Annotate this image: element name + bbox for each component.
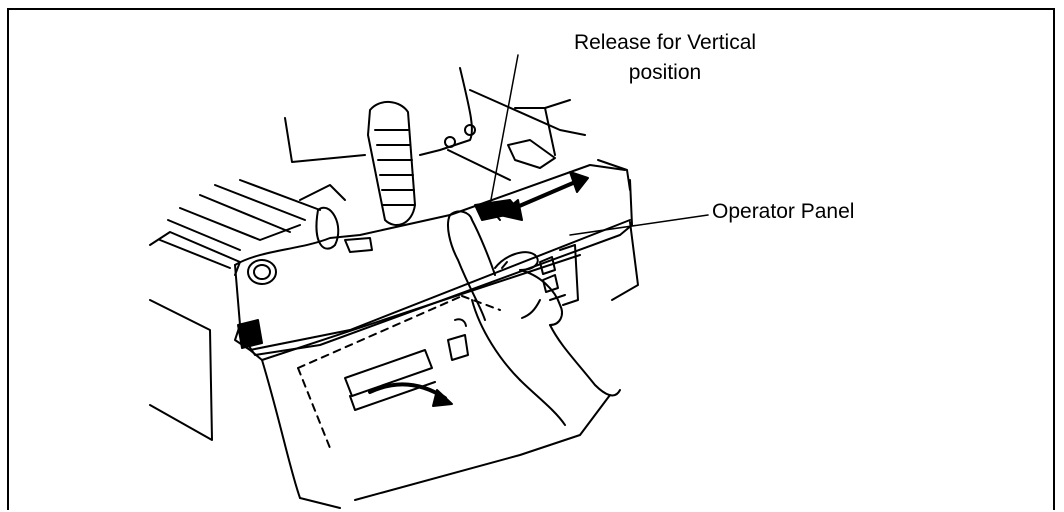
- figure-frame: [7, 8, 1055, 510]
- release-slide-arrow: [499, 171, 589, 221]
- leader-release: [489, 54, 519, 206]
- release-callout: Release for Vertical position: [505, 28, 825, 88]
- operator-panel-callout: Operator Panel: [712, 200, 855, 223]
- dashed-paper-outline: [297, 295, 501, 449]
- paper-tractor-left: [149, 117, 366, 441]
- left-knob: [237, 259, 277, 349]
- release-callout-line2: position: [628, 61, 702, 84]
- leader-operator-panel: [569, 214, 709, 236]
- printer-body: [234, 159, 639, 509]
- front-paper-slot: [344, 318, 469, 411]
- tractor-lever: [315, 101, 416, 253]
- release-callout-line1: Release for Vertical: [573, 31, 757, 54]
- leader-lines: [489, 54, 709, 236]
- operator-hand: [447, 210, 621, 426]
